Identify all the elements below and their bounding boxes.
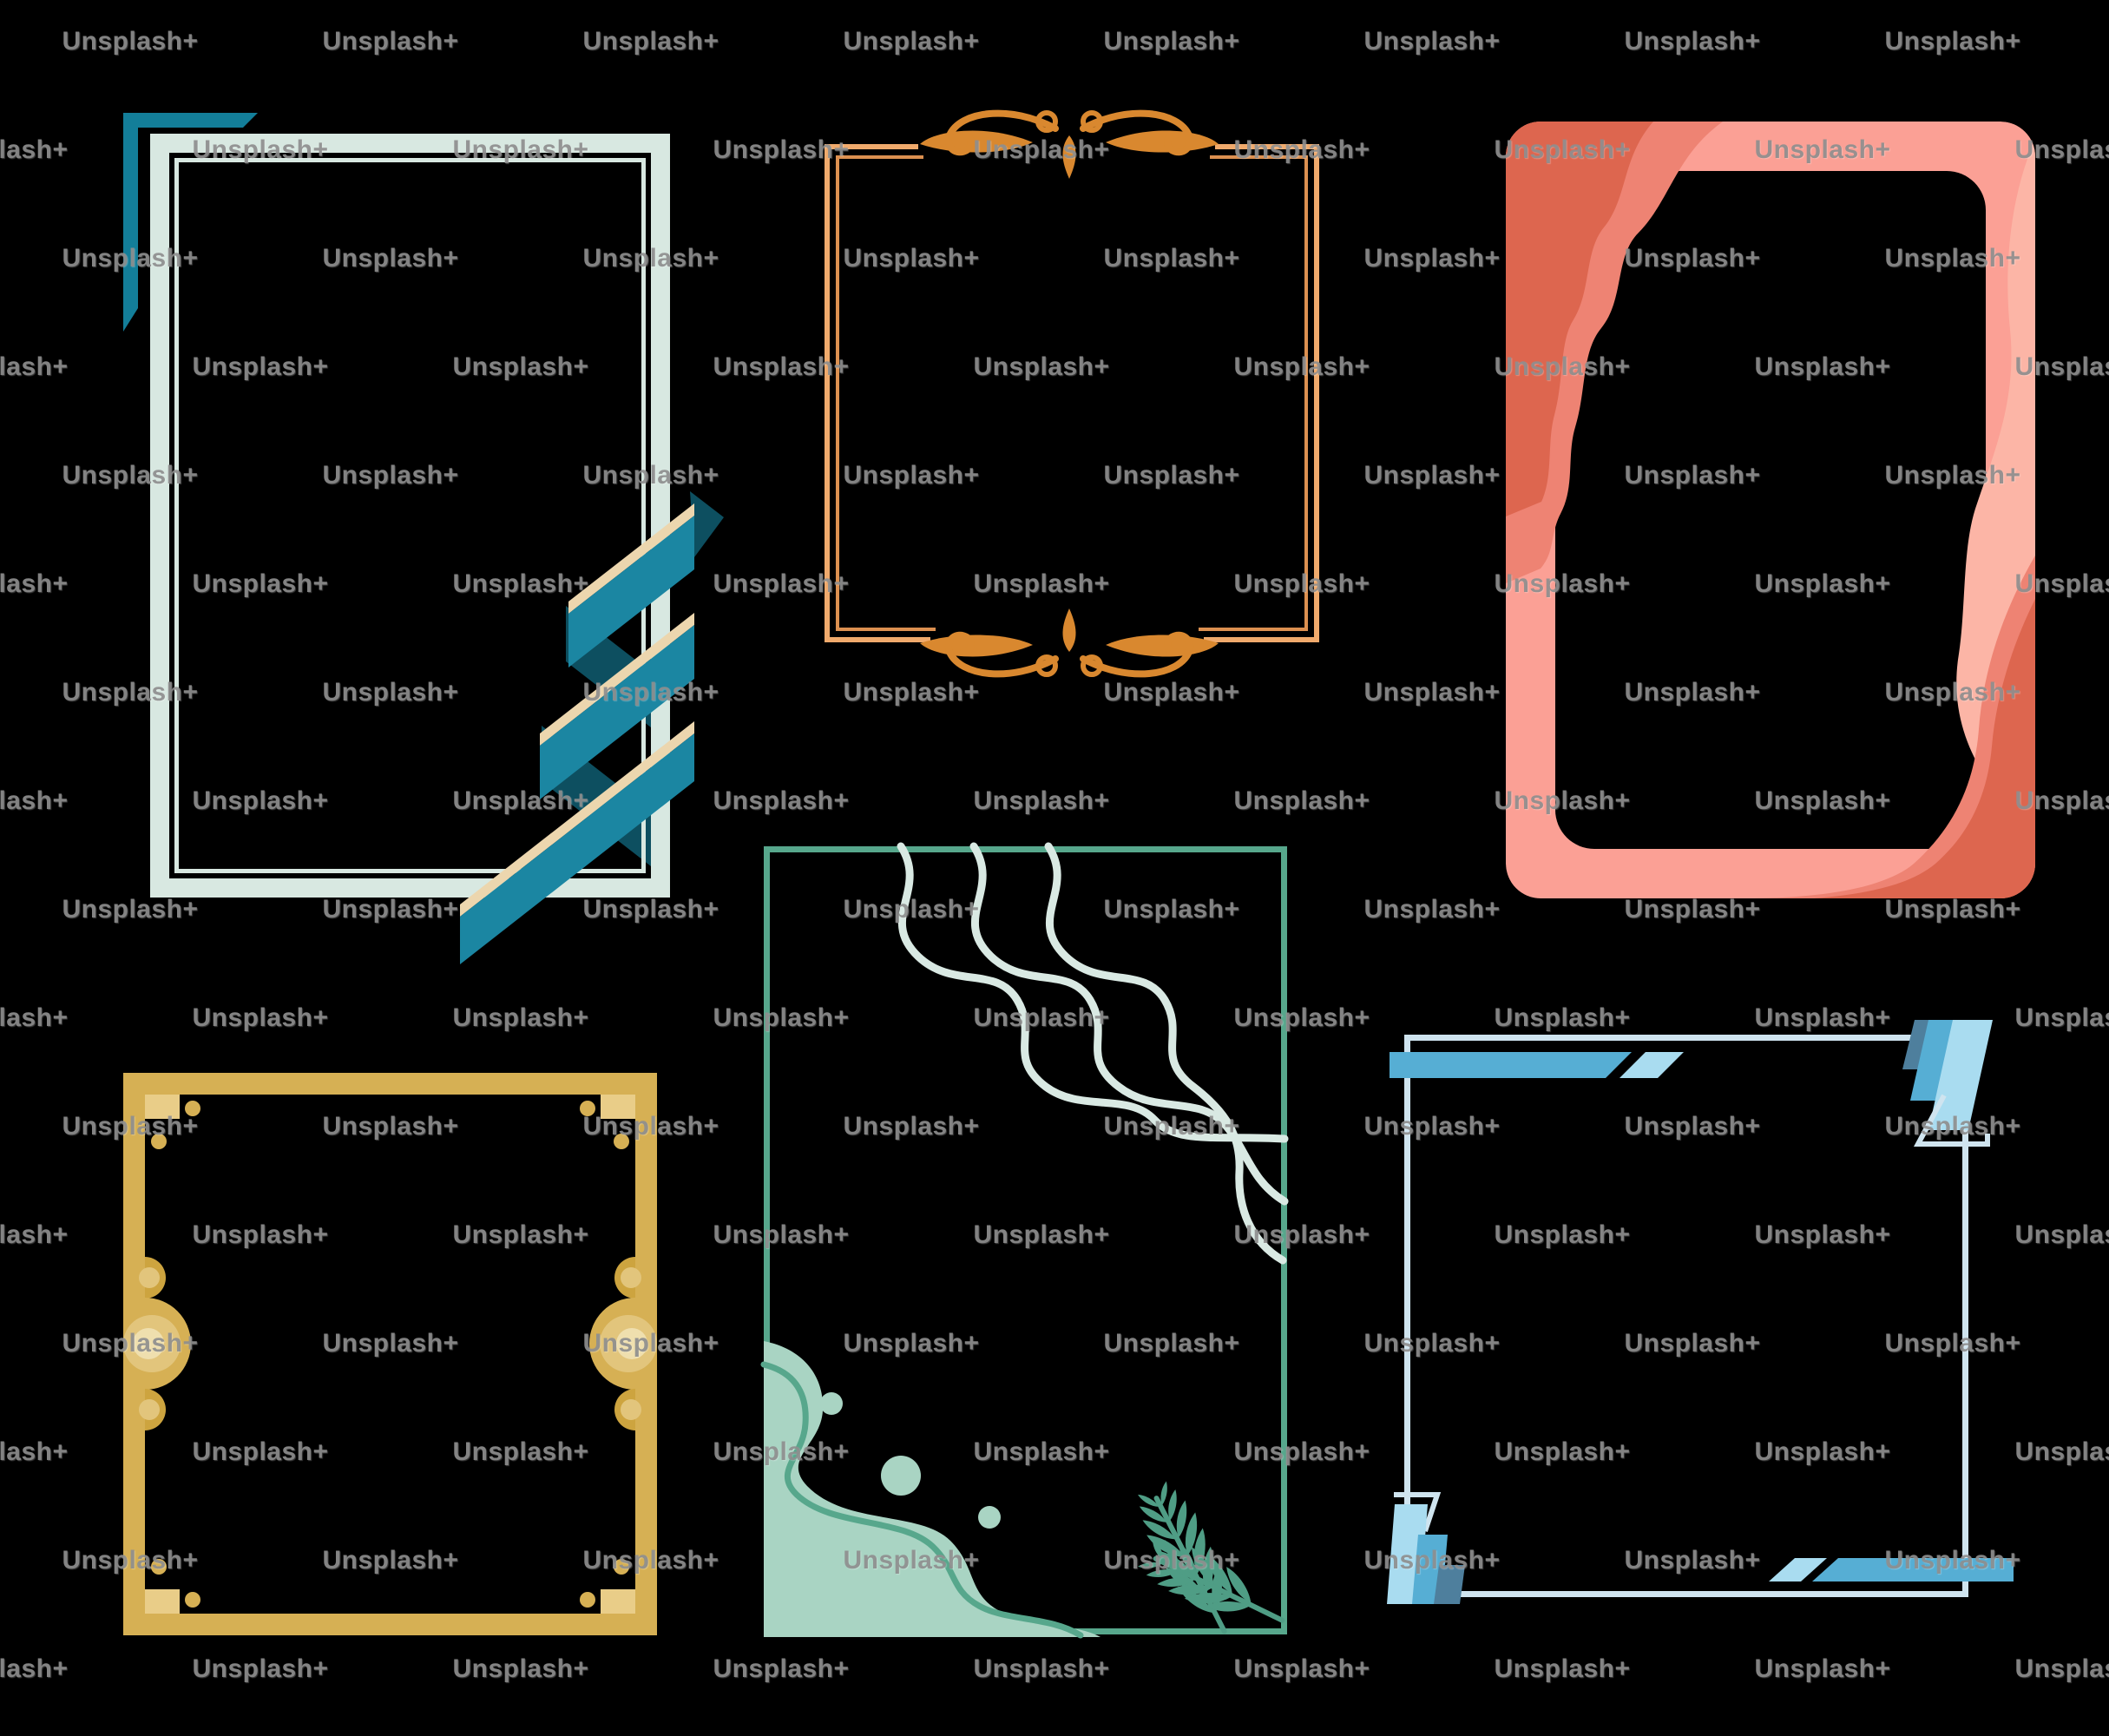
frame-coral-wave <box>1506 122 2035 898</box>
tech-corner-icon <box>1902 1020 1993 1147</box>
splash-icon <box>760 1341 1100 1639</box>
flourish-bottom-icon <box>920 608 1219 674</box>
palm-leaves-icon <box>1136 1480 1285 1634</box>
corner-block <box>601 1589 635 1614</box>
corner-block <box>145 1589 180 1614</box>
wave-shape <box>1744 556 2035 898</box>
frame-gold-ornate <box>123 1073 657 1635</box>
tech-bar <box>1390 1052 1632 1078</box>
medallion-right-icon <box>589 1257 657 1430</box>
tech-bar-accent <box>1620 1052 1684 1078</box>
tech-bar-accent <box>1769 1558 1827 1581</box>
corner-block <box>145 1095 180 1119</box>
tech-bar <box>1812 1558 2014 1581</box>
tech-corner-icon <box>1387 1492 1465 1604</box>
flourish-top-icon <box>920 113 1219 179</box>
waves-icon <box>897 842 1289 1265</box>
frame-orange-ornamental <box>825 113 1319 674</box>
wave-shape <box>1506 122 1653 516</box>
ribbon-icon <box>460 503 694 964</box>
frame-blue-tech <box>1387 1020 2014 1604</box>
frame-teal-ribbon <box>123 113 724 964</box>
corner-block <box>601 1095 635 1119</box>
medallion-left-icon <box>123 1257 191 1430</box>
frame-green-botanical <box>760 842 1289 1639</box>
corner-bracket-icon <box>123 113 258 128</box>
wave-shape <box>1814 599 2035 898</box>
